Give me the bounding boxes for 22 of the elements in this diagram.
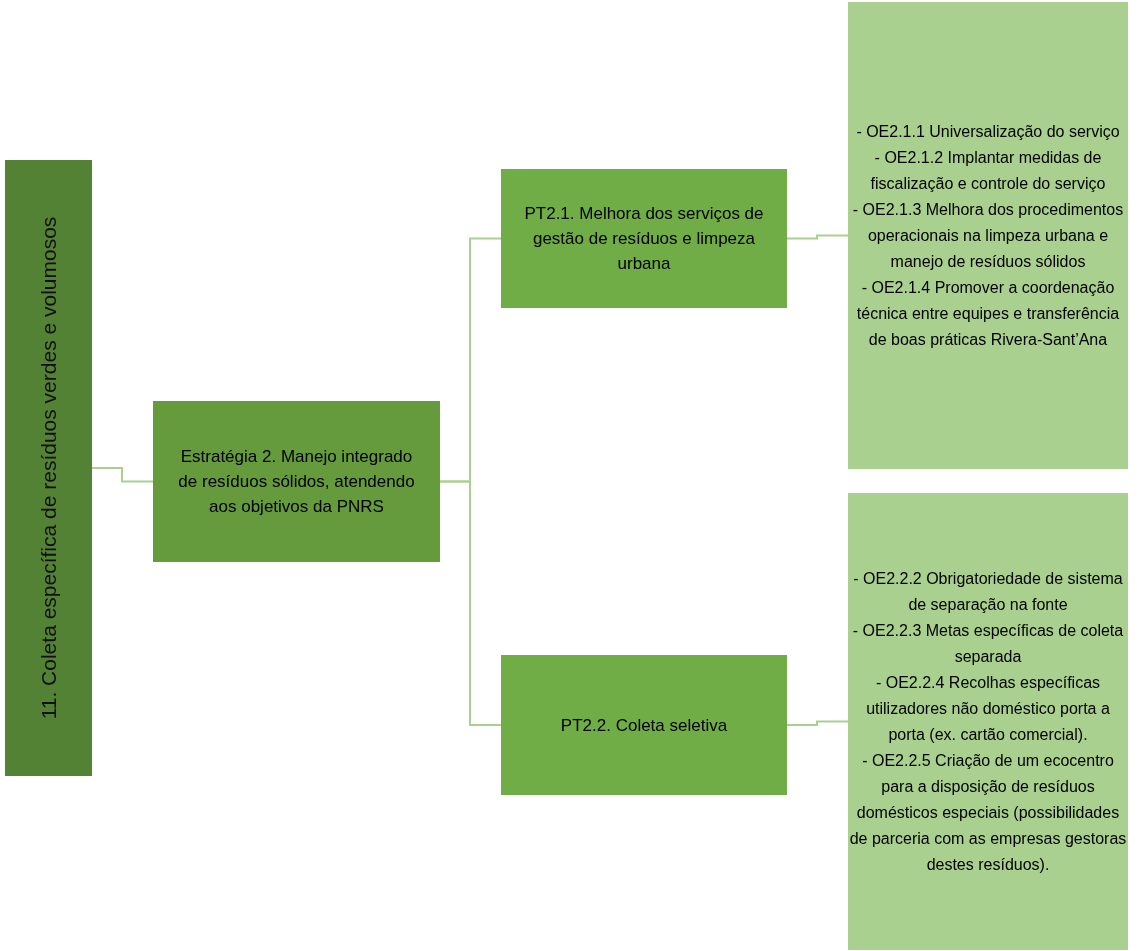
objective-text: - OE2.2.2 Obrigatoriedade de sistema de separação na fonte — [852, 568, 1124, 615]
topic-box — [5, 160, 92, 776]
strategy-box — [153, 401, 440, 562]
box-label: Estratégia 2. Manejo integrado de resíduos sólidos, atendendo aos objetivos da PNRS — [177, 446, 416, 518]
objective-text: - OE2.2.4 Recolhas específicas utilizadores não doméstico porta a porta (ex. cartão comercial). — [865, 672, 1111, 745]
box-label: PT2.1. Melhora dos serviços de gestão de resíduos e limpeza urbana — [523, 203, 765, 275]
objective-text: - OE2.2.5 Criação de um ecocentro para a disposição de resíduos domésticos especiais (possibilidades de parceria com as empresas gestoras destes resíduos). — [848, 750, 1128, 875]
connector-line — [439, 480, 502, 726]
objective-text: - OE2.1.2 Implantar medidas de fiscalização e controle do serviço — [869, 147, 1107, 194]
objective-text: - OE2.1.3 Melhora dos procedimentos operacionais na limpeza urbana e manejo de resíduos sólidos — [851, 199, 1125, 272]
connector-line — [91, 467, 154, 483]
connector-line — [786, 234, 849, 240]
box-label: PT2.2. Coleta seletiva — [559, 714, 729, 737]
objectives-box — [848, 2, 1128, 469]
objective-text: - OE2.1.4 Promover a coordenação técnica entre equipes e transferência de boas práticas Rivera-Sant’Ana — [855, 277, 1121, 350]
program-box — [501, 169, 787, 308]
program-box — [501, 655, 787, 795]
connector-line — [786, 720, 849, 726]
objectives-box — [848, 493, 1128, 950]
objective-text: - OE2.1.1 Universalização do serviço — [856, 121, 1120, 142]
topic-label: 11. Coleta específica de resíduos verdes e volumosos — [35, 216, 61, 720]
objective-text: - OE2.2.3 Metas específicas de coleta separada — [851, 620, 1125, 667]
